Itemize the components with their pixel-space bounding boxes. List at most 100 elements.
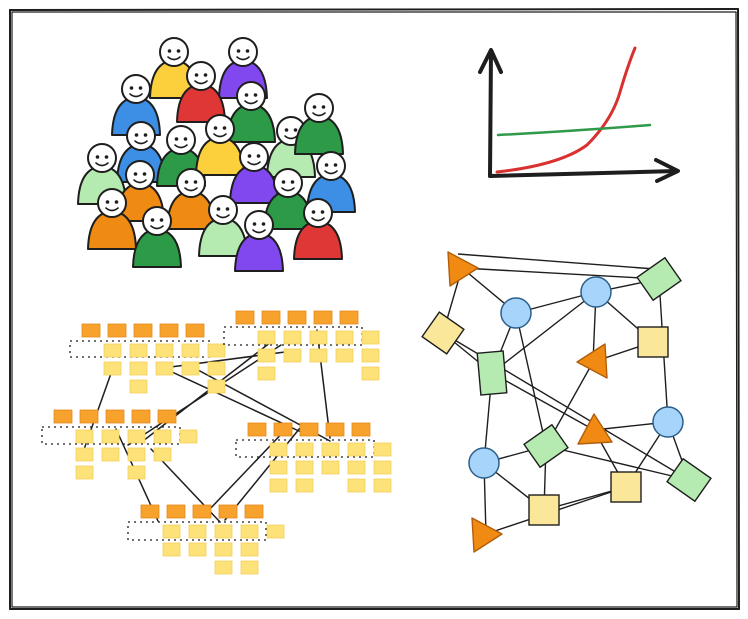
cluster-dotted-outline <box>235 439 375 458</box>
header-card <box>157 409 177 424</box>
header-card <box>53 409 73 424</box>
person-head <box>176 168 206 198</box>
header-card <box>166 504 186 519</box>
person-eye <box>244 93 249 97</box>
sticky-note <box>309 348 328 363</box>
sticky-note <box>335 330 354 345</box>
person-eye <box>261 222 266 226</box>
person-head <box>166 125 196 155</box>
sticky-note <box>283 348 302 363</box>
person-eye <box>174 137 179 141</box>
green-node <box>636 256 682 302</box>
person-smile <box>150 225 164 230</box>
person-eye <box>225 207 230 211</box>
person-eye <box>312 105 317 109</box>
header-card <box>107 323 127 338</box>
person-eye <box>321 105 326 109</box>
person-smile <box>134 140 148 145</box>
sticky-note <box>240 524 259 539</box>
sticky-note <box>269 442 288 457</box>
person <box>132 206 182 268</box>
green-node <box>523 423 569 469</box>
sticky-note <box>153 429 172 444</box>
sticky-note <box>75 429 94 444</box>
person-smile <box>324 170 338 175</box>
triangle-node <box>577 413 613 445</box>
person-eye <box>194 73 199 77</box>
person-head <box>142 206 172 236</box>
person-eye <box>281 180 286 184</box>
person-head <box>126 121 156 151</box>
network-graph <box>421 251 712 553</box>
cluster-link-line <box>316 329 331 439</box>
network-edge <box>515 312 547 447</box>
sticky-note <box>321 460 340 475</box>
person-smile <box>312 112 326 117</box>
person-eye <box>252 222 257 226</box>
header-card <box>140 504 160 519</box>
person-eye <box>183 137 188 141</box>
square-node <box>610 471 642 503</box>
network-edge <box>457 253 669 271</box>
person-eye <box>150 218 155 222</box>
person-smile <box>184 187 198 192</box>
network-edge <box>545 445 690 481</box>
sticky-note <box>295 460 314 475</box>
circle-node <box>500 297 532 329</box>
x-axis <box>488 169 678 178</box>
sticky-note <box>295 478 314 493</box>
sticky-note <box>214 524 233 539</box>
sticky-note <box>129 361 148 376</box>
person-smile <box>133 179 147 184</box>
square-node <box>637 326 669 358</box>
sticky-note <box>321 442 340 457</box>
person-head <box>303 198 333 228</box>
cluster-link-line <box>142 341 272 442</box>
sticky-note <box>257 330 276 345</box>
circle-node <box>652 406 684 438</box>
person-eye <box>236 49 241 53</box>
sticky-note <box>269 478 288 493</box>
header-card <box>192 504 212 519</box>
sticky-note <box>127 465 146 480</box>
person-eye <box>293 128 298 132</box>
square-node <box>528 494 560 526</box>
header-card <box>218 504 238 519</box>
person-eye <box>333 163 338 167</box>
sticky-note <box>153 447 172 462</box>
team-cluster <box>235 422 392 493</box>
person-smile <box>244 100 258 105</box>
person-eye <box>129 86 134 90</box>
sticky-note <box>101 429 120 444</box>
person-eye <box>193 180 198 184</box>
person-smile <box>167 56 181 61</box>
person <box>229 142 279 204</box>
sticky-note <box>207 343 226 358</box>
person-eye <box>324 163 329 167</box>
cluster-link-line <box>156 364 302 433</box>
sticky-note <box>257 348 276 363</box>
crowd-of-people <box>77 37 356 272</box>
header-card <box>244 504 264 519</box>
header-card <box>79 409 99 424</box>
header-card <box>339 310 359 325</box>
square-node <box>421 311 465 355</box>
header-card <box>313 310 333 325</box>
person-eye <box>143 133 148 137</box>
circle-node <box>580 276 612 308</box>
person-eye <box>176 49 181 53</box>
team-cluster <box>41 409 198 480</box>
person-smile <box>216 214 230 219</box>
person-head <box>97 188 127 218</box>
person-eye <box>114 200 119 204</box>
growth-chart <box>478 46 680 183</box>
sticky-note <box>373 442 392 457</box>
person-smile <box>95 162 109 167</box>
person-smile <box>311 217 325 222</box>
person <box>166 168 216 230</box>
person-smile <box>284 135 298 140</box>
person-smile <box>174 144 188 149</box>
header-card <box>325 422 345 437</box>
header-card <box>235 310 255 325</box>
sticky-note <box>188 542 207 557</box>
